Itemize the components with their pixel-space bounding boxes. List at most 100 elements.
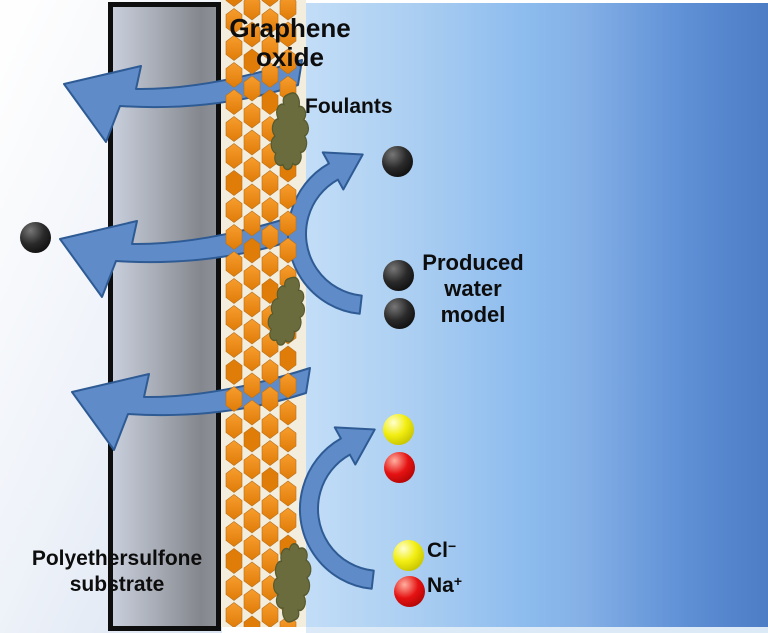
graphene-oxide-hexagon xyxy=(225,251,243,277)
graphene-oxide-hexagon xyxy=(243,561,261,588)
graphene-oxide-hexagon xyxy=(225,575,243,601)
graphene-oxide-hexagon xyxy=(261,89,279,115)
sodium-ion-legend xyxy=(394,576,425,607)
graphene-oxide-hexagon xyxy=(243,318,261,345)
graphene-oxide-hexagon xyxy=(261,413,279,439)
graphene-oxide-hexagon xyxy=(262,630,278,633)
chloride-charge: − xyxy=(448,538,457,554)
graphene-oxide-hexagon xyxy=(243,237,261,264)
graphene-oxide-hexagon xyxy=(243,75,261,102)
graphene-oxide-hexagon xyxy=(279,426,297,453)
polyethersulfone-substrate-block xyxy=(108,2,221,631)
graphene-oxide-hexagon xyxy=(261,278,279,304)
produced-water-particle-1 xyxy=(383,260,414,291)
graphene-oxide-hexagon xyxy=(261,62,279,88)
graphene-oxide-hexagon xyxy=(261,35,279,61)
graphene-oxide-hexagon xyxy=(261,494,279,520)
graphene-oxide-hexagon xyxy=(225,143,243,169)
graphene-oxide-hexagon xyxy=(261,8,279,34)
graphene-oxide-label: Graphene oxide xyxy=(229,13,351,72)
graphene-oxide-hexagon xyxy=(225,332,243,358)
graphene-oxide-hexagon xyxy=(243,588,261,615)
graphene-oxide-hexagon xyxy=(279,372,297,399)
graphene-oxide-hexagon xyxy=(243,21,261,48)
graphene-oxide-hexagon xyxy=(243,48,261,75)
foulant-blob-bottom xyxy=(273,543,312,623)
graphene-oxide-hexagon xyxy=(243,129,261,156)
graphene-oxide-hexagon xyxy=(261,170,279,196)
graphene-oxide-hexagon xyxy=(261,440,279,466)
produced-water-model-label: Produced water model xyxy=(422,250,524,327)
graphene-oxide-hexagon xyxy=(279,183,297,210)
graphene-oxide-hexagon xyxy=(243,264,261,291)
graphene-oxide-hexagon xyxy=(225,305,243,331)
graphene-oxide-hexagon xyxy=(261,548,279,574)
graphene-oxide-hexagon xyxy=(225,0,243,7)
foulant-blob-top xyxy=(270,92,309,171)
graphene-oxide-hexagon xyxy=(279,345,297,372)
graphene-oxide-hexagon xyxy=(279,399,297,426)
graphene-oxide-hexagon xyxy=(279,0,297,21)
graphene-oxide-hexagon xyxy=(243,291,261,318)
rejected-foulant-particle xyxy=(382,146,413,177)
graphene-oxide-hexagon xyxy=(225,413,243,439)
graphene-oxide-hexagon xyxy=(225,440,243,466)
graphene-oxide-hexagon xyxy=(225,197,243,223)
graphene-oxide-hexagon xyxy=(225,359,243,385)
sodium-charge: + xyxy=(453,573,463,589)
graphene-oxide-hexagon xyxy=(279,21,297,48)
graphene-oxide-hexagon xyxy=(243,102,261,129)
graphene-oxide-hexagon xyxy=(226,630,242,633)
graphene-oxide-hexagon xyxy=(243,399,261,426)
graphene-oxide-hexagon xyxy=(243,210,261,237)
graphene-oxide-hexagon xyxy=(243,345,261,372)
graphene-oxide-hexagon xyxy=(279,210,297,237)
graphene-oxide-hexagon xyxy=(225,116,243,142)
graphene-oxide-hexagon xyxy=(243,453,261,480)
foulants-label: Foulants xyxy=(305,95,393,118)
graphene-oxide-hexagon xyxy=(279,507,297,534)
graphene-oxide-hexagon xyxy=(225,467,243,493)
produced-water-particle-2 xyxy=(384,298,415,329)
sodium-ion-label: Na+ xyxy=(427,573,463,598)
graphene-oxide-hexagon xyxy=(225,521,243,547)
bottom-edge-strip xyxy=(306,627,768,633)
graphene-oxide-hexagon xyxy=(279,237,297,264)
graphene-oxide-hexagon xyxy=(225,62,243,88)
polyethersulfone-substrate-label: Polyethersulfone substrate xyxy=(31,547,203,596)
graphene-oxide-hexagon xyxy=(225,386,243,412)
graphene-oxide-hexagon xyxy=(243,426,261,453)
graphene-oxide-hexagon xyxy=(261,359,279,385)
graphene-oxide-hexagon xyxy=(225,224,243,250)
graphene-oxide-hexagon xyxy=(243,183,261,210)
graphene-oxide-hexagon xyxy=(279,453,297,480)
feed-water-background xyxy=(306,3,768,627)
graphene-oxide-hexagon xyxy=(261,467,279,493)
rejected-sodium-ion xyxy=(384,452,415,483)
graphene-oxide-hexagon xyxy=(261,602,279,627)
rejected-chloride-ion xyxy=(383,414,414,445)
graphene-oxide-hexagon xyxy=(243,507,261,534)
foulant-rejection-arrow xyxy=(286,151,364,315)
graphene-oxide-hexagon xyxy=(279,480,297,507)
graphene-oxide-hexagon xyxy=(225,494,243,520)
foulant-blob-middle xyxy=(267,276,306,346)
graphene-oxide-hexagon xyxy=(225,35,243,61)
graphene-oxide-hexagon xyxy=(225,89,243,115)
chloride-ion-label: Cl− xyxy=(427,538,457,563)
permeated-foulant-particle xyxy=(20,222,51,253)
graphene-oxide-hexagon xyxy=(243,156,261,183)
graphene-oxide-hexagon xyxy=(243,615,261,627)
graphene-oxide-hexagon xyxy=(225,8,243,34)
sodium-symbol: Na xyxy=(427,574,454,597)
graphene-oxide-hexagon xyxy=(261,224,279,250)
graphene-oxide-hexagon xyxy=(243,0,261,21)
graphene-oxide-hexagon xyxy=(225,278,243,304)
salt-rejection-arrow xyxy=(298,426,376,590)
foulant-blobs-group xyxy=(267,92,312,623)
graphene-oxide-hexagon xyxy=(261,521,279,547)
chloride-symbol: Cl xyxy=(427,539,448,562)
graphene-oxide-hexagon xyxy=(261,251,279,277)
